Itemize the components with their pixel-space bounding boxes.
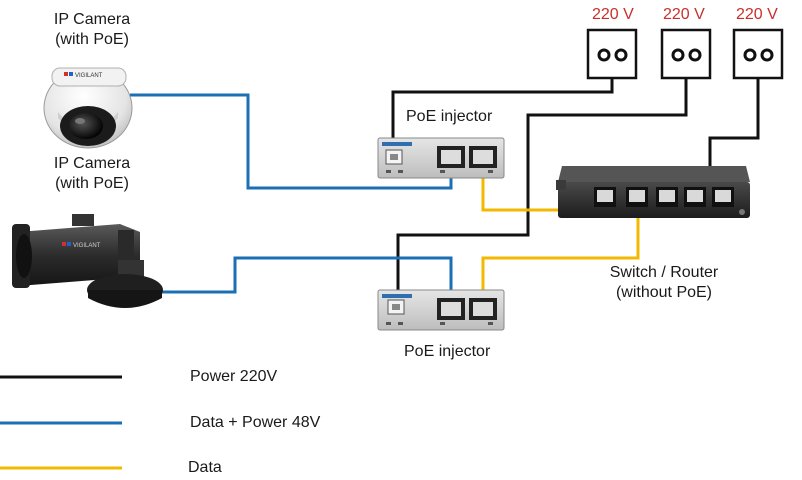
legend-label-power: Power 220V (190, 368, 278, 385)
poe-cable-dome-camera (130, 93, 453, 190)
switch-label: Switch / Router (without PoE) (596, 263, 732, 303)
power-cable-outlet1-injector-top (391, 78, 614, 160)
dome-camera-name: IP Camera (53, 11, 131, 28)
data-power-cables (130, 93, 453, 305)
injector-bottom-label: PoE injector (404, 343, 491, 360)
switch-router-icon (556, 166, 750, 218)
legend-label-data: Data (188, 459, 222, 476)
dome-camera-label: IP Camera (with PoE) (40, 10, 144, 50)
data-cable-injector-bottom-switch (481, 200, 640, 305)
switch-name: Switch / Router (609, 264, 719, 281)
bullet-camera-sub: (with PoE) (55, 175, 129, 192)
outlet-2-voltage: 220 V (663, 6, 705, 23)
power-cables (391, 78, 760, 305)
poe-cable-bullet-camera (160, 256, 453, 305)
outlet-3-voltage: 220 V (736, 6, 778, 23)
dome-camera-brand: VIGILANT (75, 73, 103, 79)
bullet-camera-name: IP Camera (53, 155, 131, 172)
power-cable-outlet3-switch (708, 78, 760, 166)
poe-injector-bottom-icon (377, 289, 505, 331)
outlet-1-voltage: 220 V (592, 6, 634, 23)
power-outlet-1 (586, 28, 638, 80)
legend-label-data-power: Data + Power 48V (190, 414, 321, 431)
legend-swatches (0, 375, 122, 470)
dome-camera-icon: VIGILANT (43, 67, 133, 149)
switch-sub: (without PoE) (615, 284, 713, 301)
power-cable-outlet2-injector-bottom (396, 78, 688, 305)
power-outlet-3 (732, 28, 784, 80)
bullet-camera-label: IP Camera (with PoE) (40, 154, 144, 194)
bullet-camera-icon: VIGILANT (12, 214, 163, 308)
power-outlet-2 (660, 28, 712, 80)
bullet-camera-brand: VIGILANT (73, 243, 101, 249)
injector-top-label: PoE injector (406, 108, 493, 125)
dome-camera-sub: (with PoE) (55, 31, 129, 48)
poe-injector-top-icon (377, 137, 505, 179)
